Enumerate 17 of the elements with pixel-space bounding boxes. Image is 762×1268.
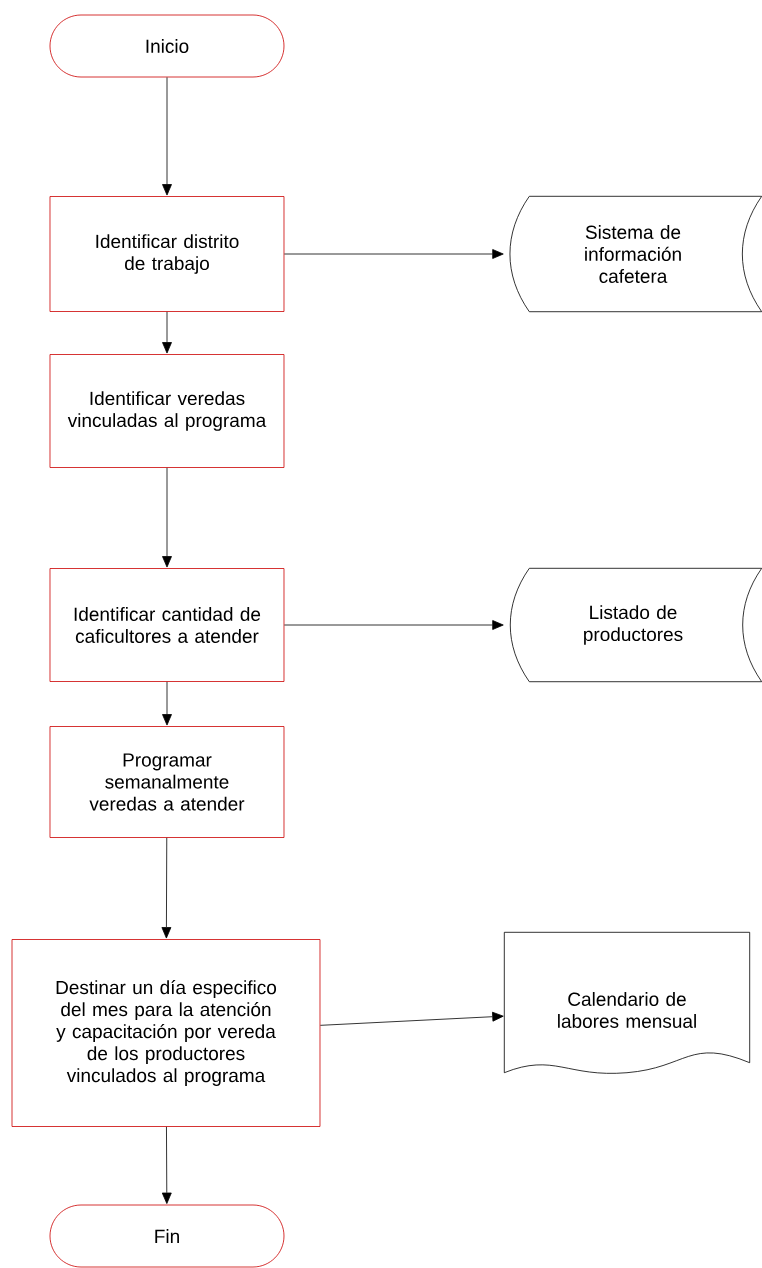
stored-data-shape: Sistema de información cafetera: [509, 195, 762, 313]
arrow: [320, 1011, 504, 1026]
arrow: [161, 837, 172, 939]
process-box: Destinar un día especifico del mes para la atención y capacitación por vereda de los productores vinculados al programa: [11, 939, 321, 1127]
document-shape: Calendario de labores mensual: [503, 931, 751, 1074]
arrow: [284, 249, 504, 259]
arrow: [162, 681, 172, 726]
process-box: Identificar distrito de trabajo: [49, 196, 285, 312]
process-box: Identificar veredas vinculadas al programa: [49, 354, 285, 468]
arrow: [284, 620, 504, 630]
process-box: Programar semanalmente veredas a atender: [49, 726, 285, 838]
arrow: [162, 467, 172, 568]
arrow: [161, 1126, 172, 1204]
arrow: [162, 77, 172, 196]
process-box: Identificar cantidad de caficultores a atender: [49, 568, 285, 682]
stored-data-shape: Listado de productores: [509, 567, 762, 683]
arrow: [162, 311, 172, 354]
